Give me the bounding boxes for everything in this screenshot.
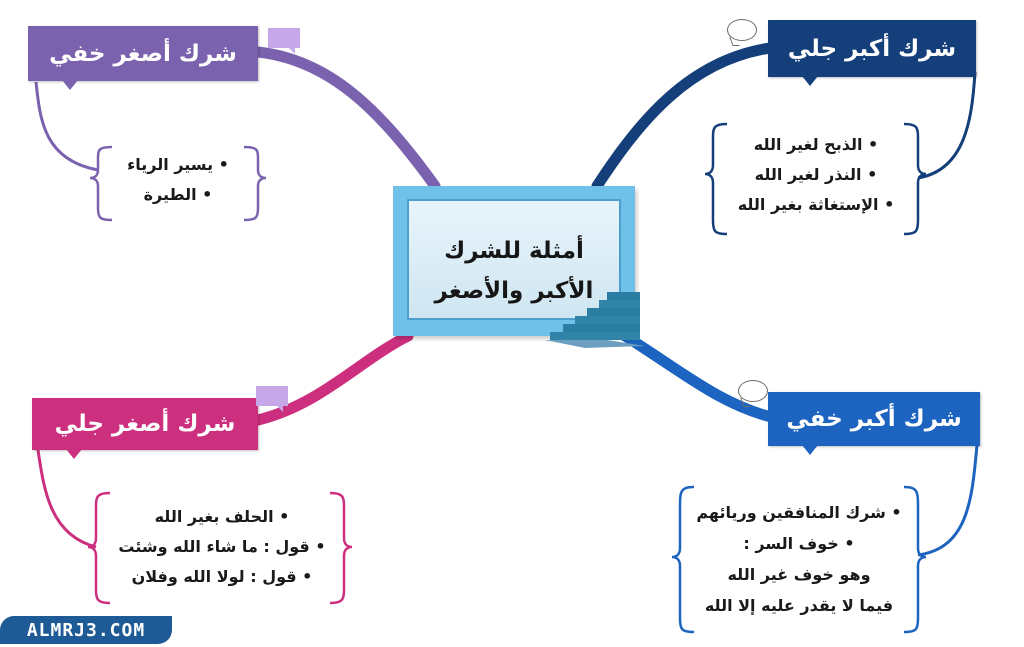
list-item: الذبح لغير الله bbox=[720, 130, 912, 160]
topic-major-apparent-shirk: شرك أكبر جلي bbox=[768, 20, 976, 86]
connector-top-left bbox=[252, 46, 441, 192]
list-item: الطيرة bbox=[112, 180, 244, 210]
list-item: قول : لولا الله وفلان bbox=[104, 562, 340, 592]
list-item: الإستغاثة بغير الله bbox=[720, 190, 912, 220]
speech-bubble-icon bbox=[268, 28, 300, 54]
list-major-apparent-shirk: الذبح لغير الله النذر لغير الله الإستغاث… bbox=[720, 130, 912, 220]
speech-bubble-icon bbox=[738, 380, 768, 402]
topic-major-hidden-shirk: شرك أكبر خفي bbox=[768, 392, 980, 455]
list-item: قول : ما شاء الله وشئت bbox=[104, 532, 340, 562]
site-watermark: ALMRJ3.COM bbox=[0, 616, 172, 644]
list-major-hidden-shirk: شرك المنافقين وريائهم خوف السر : وهو خوف… bbox=[686, 497, 912, 621]
central-topic-title: أمثلة للشرك الأكبر والأصغر bbox=[434, 238, 594, 304]
list-minor-apparent-shirk: الحلف بغير الله قول : ما شاء الله وشئت ق… bbox=[104, 502, 340, 592]
list-item: النذر لغير الله bbox=[720, 160, 912, 190]
topic-title: شرك أكبر خفي bbox=[786, 406, 962, 432]
connector-bottom-left-list bbox=[36, 449, 97, 549]
topic-title: شرك أكبر جلي bbox=[787, 35, 957, 62]
connector-top-right bbox=[591, 42, 776, 192]
speech-bubble-icon bbox=[727, 19, 757, 41]
list-item-detail: وهو خوف غير الله bbox=[727, 565, 871, 584]
list-item-detail: فيما لا يقدر عليه إلا الله bbox=[704, 596, 894, 615]
connector-top-left-list bbox=[34, 81, 99, 172]
topic-title: شرك أصغر خفي bbox=[49, 40, 237, 67]
list-item: خوف السر : bbox=[686, 528, 912, 559]
central-topic-panel: أمثلة للشرك الأكبر والأصغر bbox=[407, 199, 621, 320]
list-item: يسير الرياء bbox=[112, 150, 244, 180]
list-item: الحلف بغير الله bbox=[104, 502, 340, 532]
list-minor-hidden-shirk: يسير الرياء الطيرة bbox=[112, 150, 244, 210]
stairs-icon bbox=[545, 292, 645, 348]
connector-bottom-right bbox=[619, 330, 781, 424]
connector-top-right-list bbox=[917, 71, 977, 180]
list-item: شرك المنافقين وريائهم bbox=[686, 497, 912, 528]
topic-title: شرك أصغر جلي bbox=[54, 411, 236, 437]
topic-minor-hidden-shirk: شرك أصغر خفي bbox=[28, 26, 258, 90]
topic-minor-apparent-shirk: شرك أصغر جلي bbox=[32, 398, 258, 459]
connector-bottom-left bbox=[252, 330, 414, 426]
speech-bubble-icon bbox=[256, 386, 288, 412]
central-topic: أمثلة للشرك الأكبر والأصغر bbox=[393, 186, 635, 336]
connector-bottom-right-list bbox=[917, 444, 979, 557]
